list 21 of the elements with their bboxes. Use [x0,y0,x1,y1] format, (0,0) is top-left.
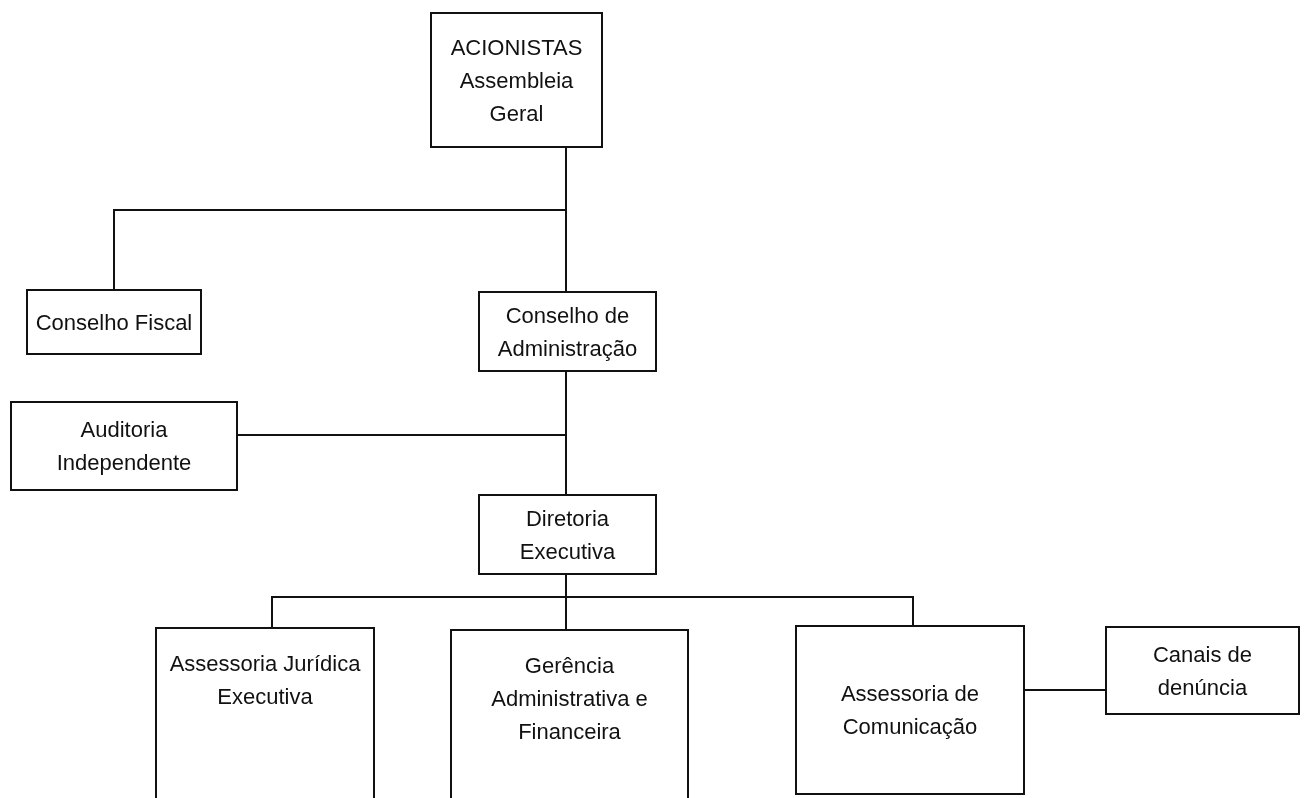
box-label: Gerência Administrativa e Financeira [490,652,649,746]
box-label: Assessoria de Comunicação [839,680,981,741]
box-label: ACIONISTAS Assembleia Geral [449,33,584,128]
connector-line [565,147,567,292]
connector-line [565,371,567,495]
org-box [155,627,375,798]
box-label: Diretoria Executiva [518,504,617,566]
box-label: Conselho de Administração [496,301,639,363]
org-box [478,494,657,575]
org-box [10,401,238,491]
box-label: Conselho Fiscal [35,308,193,337]
box-label: Canais de denúncia [1151,640,1254,702]
org-box [450,629,689,798]
box-label: Assessoria Jurídica Executiva [168,650,362,711]
org-box [26,289,202,355]
org-box [795,625,1025,795]
box-label: Auditoria Independente [55,416,193,477]
org-box [478,291,657,372]
connector-line [1024,689,1106,691]
org-box [430,12,603,148]
org-box [1105,626,1300,715]
